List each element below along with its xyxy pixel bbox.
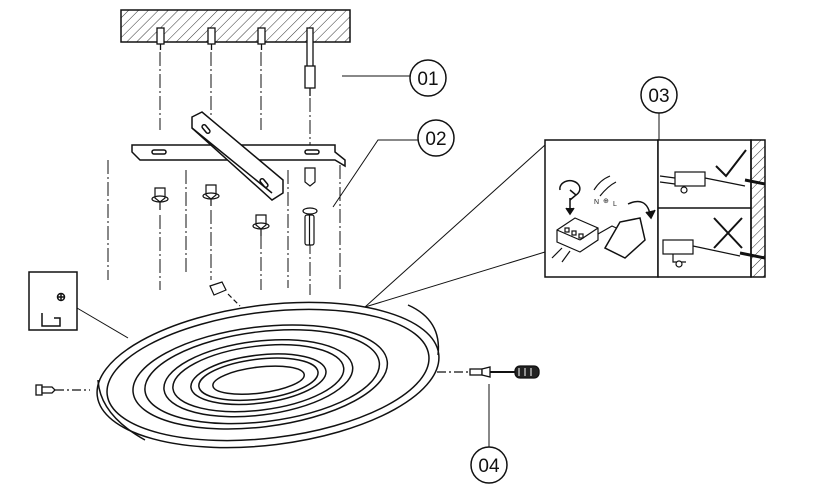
lamp-ring-4 [144,329,381,425]
right-side-screw-and-screwdriver [437,365,540,379]
terminal-l: L [613,201,617,208]
lamp-ring-8 [198,357,319,402]
junction-box-detail [28,271,129,339]
terminal-earth: ⊕ [603,198,609,205]
lamp-center-screw [209,281,241,307]
callout-02: 02 [417,119,455,157]
left-side-screw [35,384,90,396]
bracket-screws [151,167,318,246]
cross-icon [713,217,743,249]
wall-plug-1 [156,27,165,50]
wall-plug-3 [257,27,266,50]
callout-leaders [332,75,660,448]
hanging-rod [304,27,316,96]
ceiling [120,9,351,43]
lamp-ring-7 [190,353,327,406]
screw-2 [202,184,220,206]
callout-02-label: 02 [425,129,446,150]
terminal-n: N [594,199,599,206]
guide-lines [107,52,341,295]
wiring-detail-panel: N ⊕ L [544,139,766,278]
mounting-bracket [131,111,346,201]
callout-01-label: 01 [417,69,438,90]
callout-04: 04 [470,446,508,484]
lamp-ring-2 [106,308,430,442]
screw-4 [302,167,318,215]
check-icon [715,149,747,178]
cable-wrong [662,239,766,268]
wall-plugs [156,27,316,96]
rotate-arrow-icon [559,179,581,216]
terminal-marks: N ⊕ L [594,198,617,208]
lamp-ring-3 [132,324,389,430]
callout-03-label: 03 [648,86,669,107]
wall-plug-2 [207,27,216,50]
callout-03: 03 [640,76,678,114]
screw-3 [252,214,270,236]
cover-flip-arrow-icon [603,200,656,259]
callout-01: 01 [409,59,447,97]
cable-correct [659,171,766,194]
callout-04-label: 04 [478,456,500,477]
lamp-ring-5 [163,338,354,418]
screw-5 [304,214,315,246]
screw-1 [151,187,169,210]
lamp-body [96,301,440,449]
terminal-block [551,175,626,263]
lamp-ring-6 [172,344,345,413]
lamp-ring-inner [212,365,305,396]
